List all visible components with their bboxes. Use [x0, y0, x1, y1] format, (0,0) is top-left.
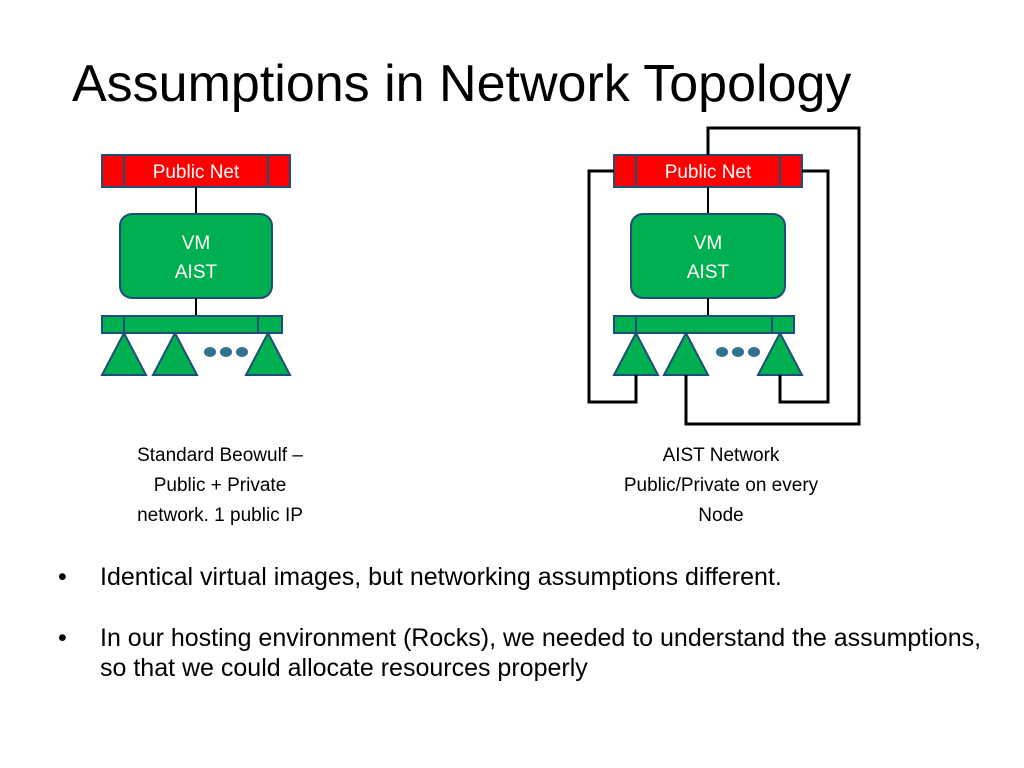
vm-node: VM AIST — [119, 213, 273, 299]
caption-line: Public/Private on every — [623, 475, 819, 496]
public-net-label: Public Net — [153, 162, 240, 183]
ellipsis-icon — [716, 347, 760, 357]
caption-standard-beowulf: Standard Beowulf – Public + Private netw… — [92, 441, 348, 531]
compute-node-icon — [100, 330, 148, 376]
public-net-switch: Public Net — [613, 154, 803, 188]
caption-line: network. 1 public IP — [137, 505, 303, 526]
public-net-label: Public Net — [665, 162, 752, 183]
public-link-node-1 — [587, 169, 638, 404]
bullet-text: Identical virtual images, but networking… — [100, 563, 782, 591]
diagram-aist-network: Public Net VM AIST — [587, 126, 861, 426]
compute-node-icon — [612, 330, 660, 376]
compute-node-icon — [151, 330, 199, 376]
compute-node-icon — [662, 330, 710, 376]
bullet-list: • Identical virtual images, but networki… — [58, 562, 998, 714]
caption-line: Standard Beowulf – — [137, 445, 303, 466]
page-title: Assumptions in Network Topology — [72, 55, 852, 113]
public-net-switch: Public Net — [101, 154, 291, 188]
vm-label: VM — [694, 233, 723, 254]
compute-node-icon — [244, 330, 292, 376]
vm-label: VM — [182, 233, 211, 254]
bullet-item: • In our hosting environment (Rocks), we… — [58, 623, 998, 683]
caption-line: Public + Private — [153, 475, 287, 496]
vm-sublabel: AIST — [175, 262, 218, 283]
caption-aist-network: AIST Network Public/Private on every Nod… — [592, 441, 850, 531]
caption-line: AIST Network — [662, 445, 780, 466]
diagram-standard-beowulf: Public Net VM AIST — [100, 154, 292, 376]
private-switch — [101, 315, 283, 334]
public-link-node-2 — [684, 126, 861, 426]
bullet-item: • Identical virtual images, but networki… — [58, 562, 998, 592]
caption-line: Node — [698, 505, 744, 526]
public-link-node-3 — [778, 169, 830, 404]
bullet-marker: • — [58, 563, 67, 591]
bullet-marker: • — [58, 624, 67, 652]
bullet-text: In our hosting environment (Rocks), we n… — [100, 624, 982, 682]
compute-node-icon — [756, 330, 804, 376]
private-switch — [613, 315, 795, 334]
ellipsis-icon — [204, 347, 248, 357]
vm-sublabel: AIST — [687, 262, 730, 283]
vm-node: VM AIST — [630, 213, 786, 299]
